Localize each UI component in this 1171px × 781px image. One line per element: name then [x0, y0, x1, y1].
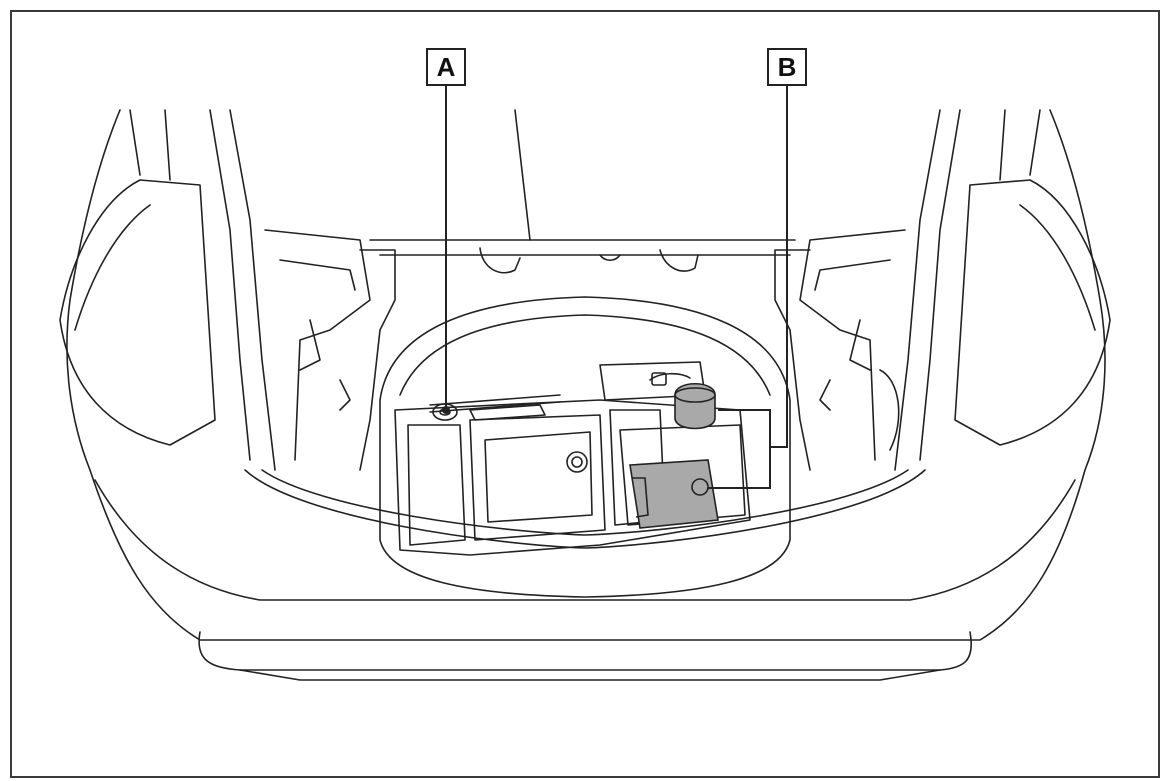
rear-bumper [198, 631, 972, 671]
sealant-kit-box [629, 459, 719, 529]
right-tail-light [954, 179, 1111, 446]
left-tail-light [59, 179, 216, 446]
callout-a-label: A [426, 48, 466, 86]
trunk-lip [244, 469, 926, 549]
illustration-frame [10, 10, 1160, 778]
tire-well [379, 296, 791, 598]
storage-tray [394, 399, 751, 556]
callout-b-label: B [767, 48, 807, 86]
compressor-cylinder [674, 383, 716, 430]
car-body-outline [66, 109, 1106, 641]
leader-bracket-b [708, 409, 771, 489]
leader-line-b [770, 86, 788, 448]
